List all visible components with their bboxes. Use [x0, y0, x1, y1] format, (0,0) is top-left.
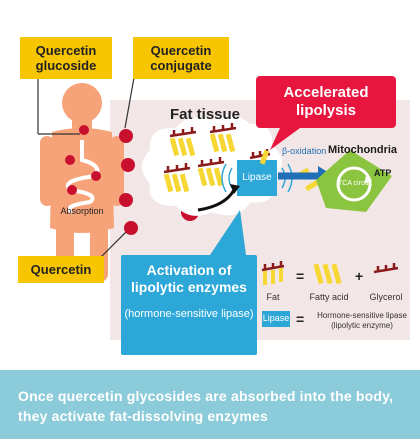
label-quercetin-glucoside-text: Quercetin glucoside [35, 43, 97, 73]
legend-plus: + [355, 268, 364, 284]
leader-line-quercetin [99, 227, 131, 259]
leader-line-conjugate [124, 71, 136, 129]
activation-pointer [210, 210, 246, 255]
legend-fatty-acid-label: Fatty acid [309, 292, 349, 302]
callout-accelerated-lipolysis-text: Accelerated lipolysis [283, 84, 369, 119]
label-beta-oxidation: β-oxidation [282, 146, 327, 156]
label-quercetin-conjugate-text: Quercetin conjugate [150, 43, 212, 73]
lipolysis-pointer [270, 128, 300, 150]
legend-fat-label: Fat [266, 292, 280, 302]
label-quercetin: Quercetin [18, 256, 104, 283]
activation-subtitle-text: hormone-sensitive lipase [128, 308, 250, 320]
label-fat-tissue: Fat tissue [170, 106, 241, 123]
lipase-tag-diagram [237, 160, 277, 196]
activation-arrow [197, 189, 236, 212]
label-mitochondria: Mitochondria [328, 144, 398, 156]
quercetin-dots-body [65, 125, 101, 195]
legend-lipase-tag [262, 311, 290, 327]
callout-accelerated-lipolysis: Accelerated lipolysis [256, 76, 396, 128]
legend-glycerol-label: Glycerol [369, 292, 403, 302]
activation-title: Activation of lipolytic enzymes [131, 262, 247, 295]
glycerol-molecules [163, 123, 271, 174]
label-tca-circuit: TCA circuit [338, 180, 372, 187]
label-absorption: Absorption [60, 206, 104, 216]
legend-equals-2: = [296, 311, 305, 327]
label-quercetin-text: Quercetin [30, 262, 92, 277]
activation-box [121, 255, 257, 355]
legend-fatty-acid-icon [313, 263, 342, 285]
fat-molecules [163, 133, 236, 193]
legend-fat-icon [261, 261, 285, 285]
legend-lipase-description: Hormone-sensitive lipase (lipolytic enzy… [317, 311, 407, 330]
caption-text: Once quercetin glycosides are absorbed i… [18, 388, 394, 424]
activation-subtitle: (hormone-sensitive lipase) [124, 308, 254, 320]
label-quercetin-conjugate: Quercetin conjugate [133, 37, 229, 79]
caption-bar [0, 370, 420, 439]
legend-equals-1: = [296, 268, 305, 284]
label-quercetin-glucoside: Quercetin glucoside [20, 37, 112, 79]
label-atp: ATP [374, 168, 392, 178]
mitochondria-icon [316, 150, 392, 212]
label-lipase-diagram: Lipase [242, 172, 272, 183]
legend-glycerol-icon [373, 263, 399, 274]
legend-lipase-tag-text: Lipase [262, 313, 290, 323]
